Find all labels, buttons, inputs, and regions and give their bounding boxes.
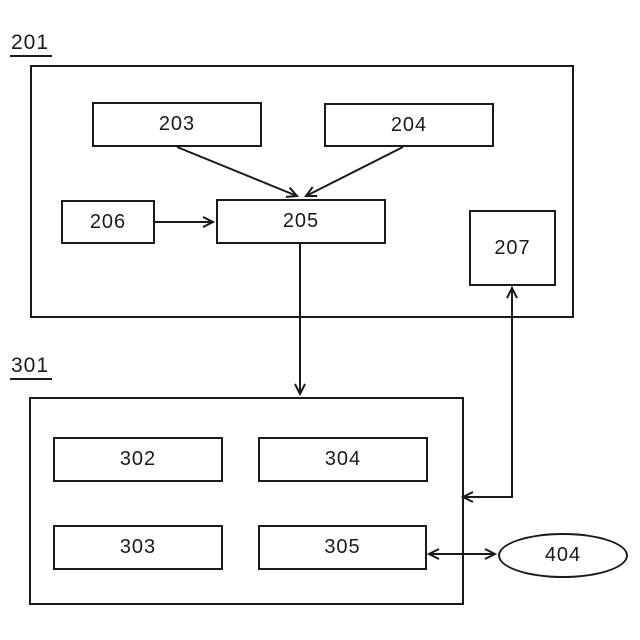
edge-301-to-207 <box>463 288 512 497</box>
box-205: 205 <box>216 199 386 244</box>
group-201-label: 201 <box>10 31 53 58</box>
box-204: 204 <box>324 103 494 147</box>
group-201-frame <box>30 65 574 318</box>
group-301-label: 301 <box>10 354 53 381</box>
box-206: 206 <box>61 200 155 244</box>
ellipse-404: 404 <box>498 533 628 578</box>
box-302: 302 <box>53 437 223 482</box>
group-301-frame <box>29 397 464 605</box>
box-303: 303 <box>53 525 223 570</box>
box-305: 305 <box>258 525 427 570</box>
box-207: 207 <box>469 210 556 286</box>
box-304: 304 <box>258 437 428 482</box>
box-203: 203 <box>92 102 262 147</box>
